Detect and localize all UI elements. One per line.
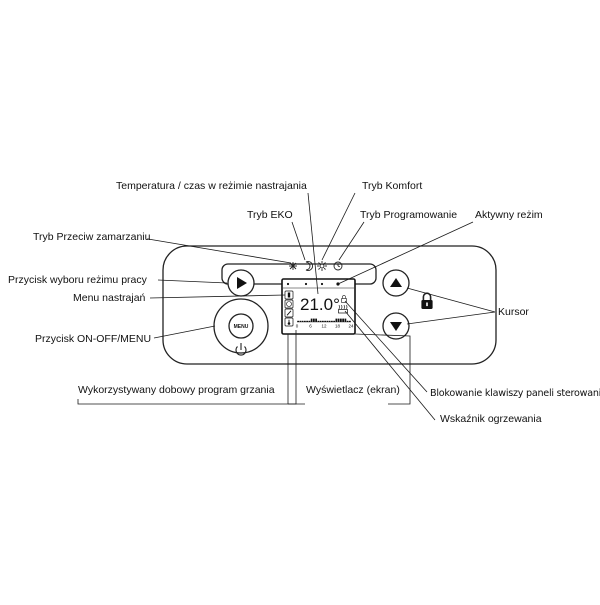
label-heating-indicator: Wskaźnik ogrzewania: [440, 413, 542, 425]
program-scale-tick: 0: [296, 323, 299, 328]
program-hour-bar: [324, 320, 326, 322]
program-hour-bar: [349, 320, 351, 322]
comfort-mode-sun-icon: [317, 261, 327, 271]
program-scale-tick: 18: [335, 323, 341, 328]
program-hour-bar: [322, 320, 324, 322]
program-hour-bar: [328, 320, 331, 322]
eco-mode-moon-icon: [305, 261, 313, 271]
program-scale-tick: 6: [309, 323, 312, 328]
play-icon: [237, 277, 247, 289]
lcd-lock-icon: [341, 295, 347, 303]
label-mode-select-button: Przycisk wyboru reżimu pracy: [8, 274, 148, 286]
thermometer-settings-icon: [284, 317, 294, 327]
program-hour-bar: [335, 318, 338, 322]
arrow-up-icon: [390, 278, 402, 287]
program-hour-bar: [326, 320, 329, 322]
program-hour-bar: [310, 318, 313, 322]
program-scale-tick: 24: [348, 323, 354, 328]
wrench-settings-icon: [284, 308, 294, 318]
program-hour-bar: [317, 320, 320, 322]
program-hour-bar: [297, 320, 299, 322]
mode-select-button[interactable]: [227, 269, 255, 297]
label-keypad-lock: Blokowanie klawiszy paneli sterowania: [430, 388, 600, 399]
program-hour-bar: [301, 320, 304, 322]
settings-menu-icon: [287, 292, 291, 298]
menu-button-label: MENU: [234, 324, 249, 330]
temperature-reading: 21.0°: [300, 295, 340, 314]
label-settings-menu: Menu nastrajań: [73, 292, 146, 304]
program-mode-clock-icon: [333, 261, 343, 271]
label-display: Wyświetlacz (ekran): [306, 384, 400, 396]
program-hour-bar: [340, 318, 342, 322]
label-temp-time: Temperatura / czas w reżimie nastrajania: [116, 180, 307, 192]
leader-lines: [77, 192, 496, 421]
arrow-down-icon: [390, 322, 402, 331]
program-hour-bar: [342, 318, 344, 322]
daily-program-scale: 0 6 12 18 24: [296, 323, 354, 328]
program-hour-bar: [313, 318, 315, 322]
label-frost-mode: Tryb Przeciw zamarzaniu: [33, 231, 151, 243]
program-scale-tick: 12: [321, 323, 327, 328]
label-eco-mode: Tryb EKO: [247, 209, 293, 221]
frost-mode-icon: [289, 262, 297, 270]
program-hour-bar: [346, 320, 349, 322]
label-on-off-menu-button: Przycisk ON-OFF/MENU: [35, 333, 151, 345]
program-hour-bar: [337, 318, 340, 322]
program-hour-bar: [333, 320, 335, 322]
label-comfort-mode: Tryb Komfort: [362, 180, 422, 192]
daily-program-bars: [297, 318, 351, 322]
program-hour-bar: [331, 320, 333, 322]
label-cursor: Kursor: [498, 306, 529, 318]
clock-settings-icon: [284, 299, 294, 309]
program-hour-bar: [299, 320, 302, 322]
label-active-mode: Aktywny reżim: [475, 209, 543, 221]
program-hour-bar: [315, 318, 317, 322]
power-icon: [235, 343, 247, 356]
cursor-up-button[interactable]: [382, 269, 410, 297]
label-daily-program: Wykorzystywany dobowy program grzania: [78, 384, 275, 396]
program-hour-bar: [344, 318, 347, 322]
label-program-mode: Tryb Programowanie: [360, 209, 457, 221]
program-hour-bar: [319, 320, 322, 322]
program-hour-bar: [304, 320, 306, 322]
program-hour-bar: [306, 320, 308, 322]
heating-indicator-icon: [338, 304, 348, 314]
program-hour-bar: [308, 320, 311, 322]
cursor-down-button[interactable]: [382, 312, 410, 340]
